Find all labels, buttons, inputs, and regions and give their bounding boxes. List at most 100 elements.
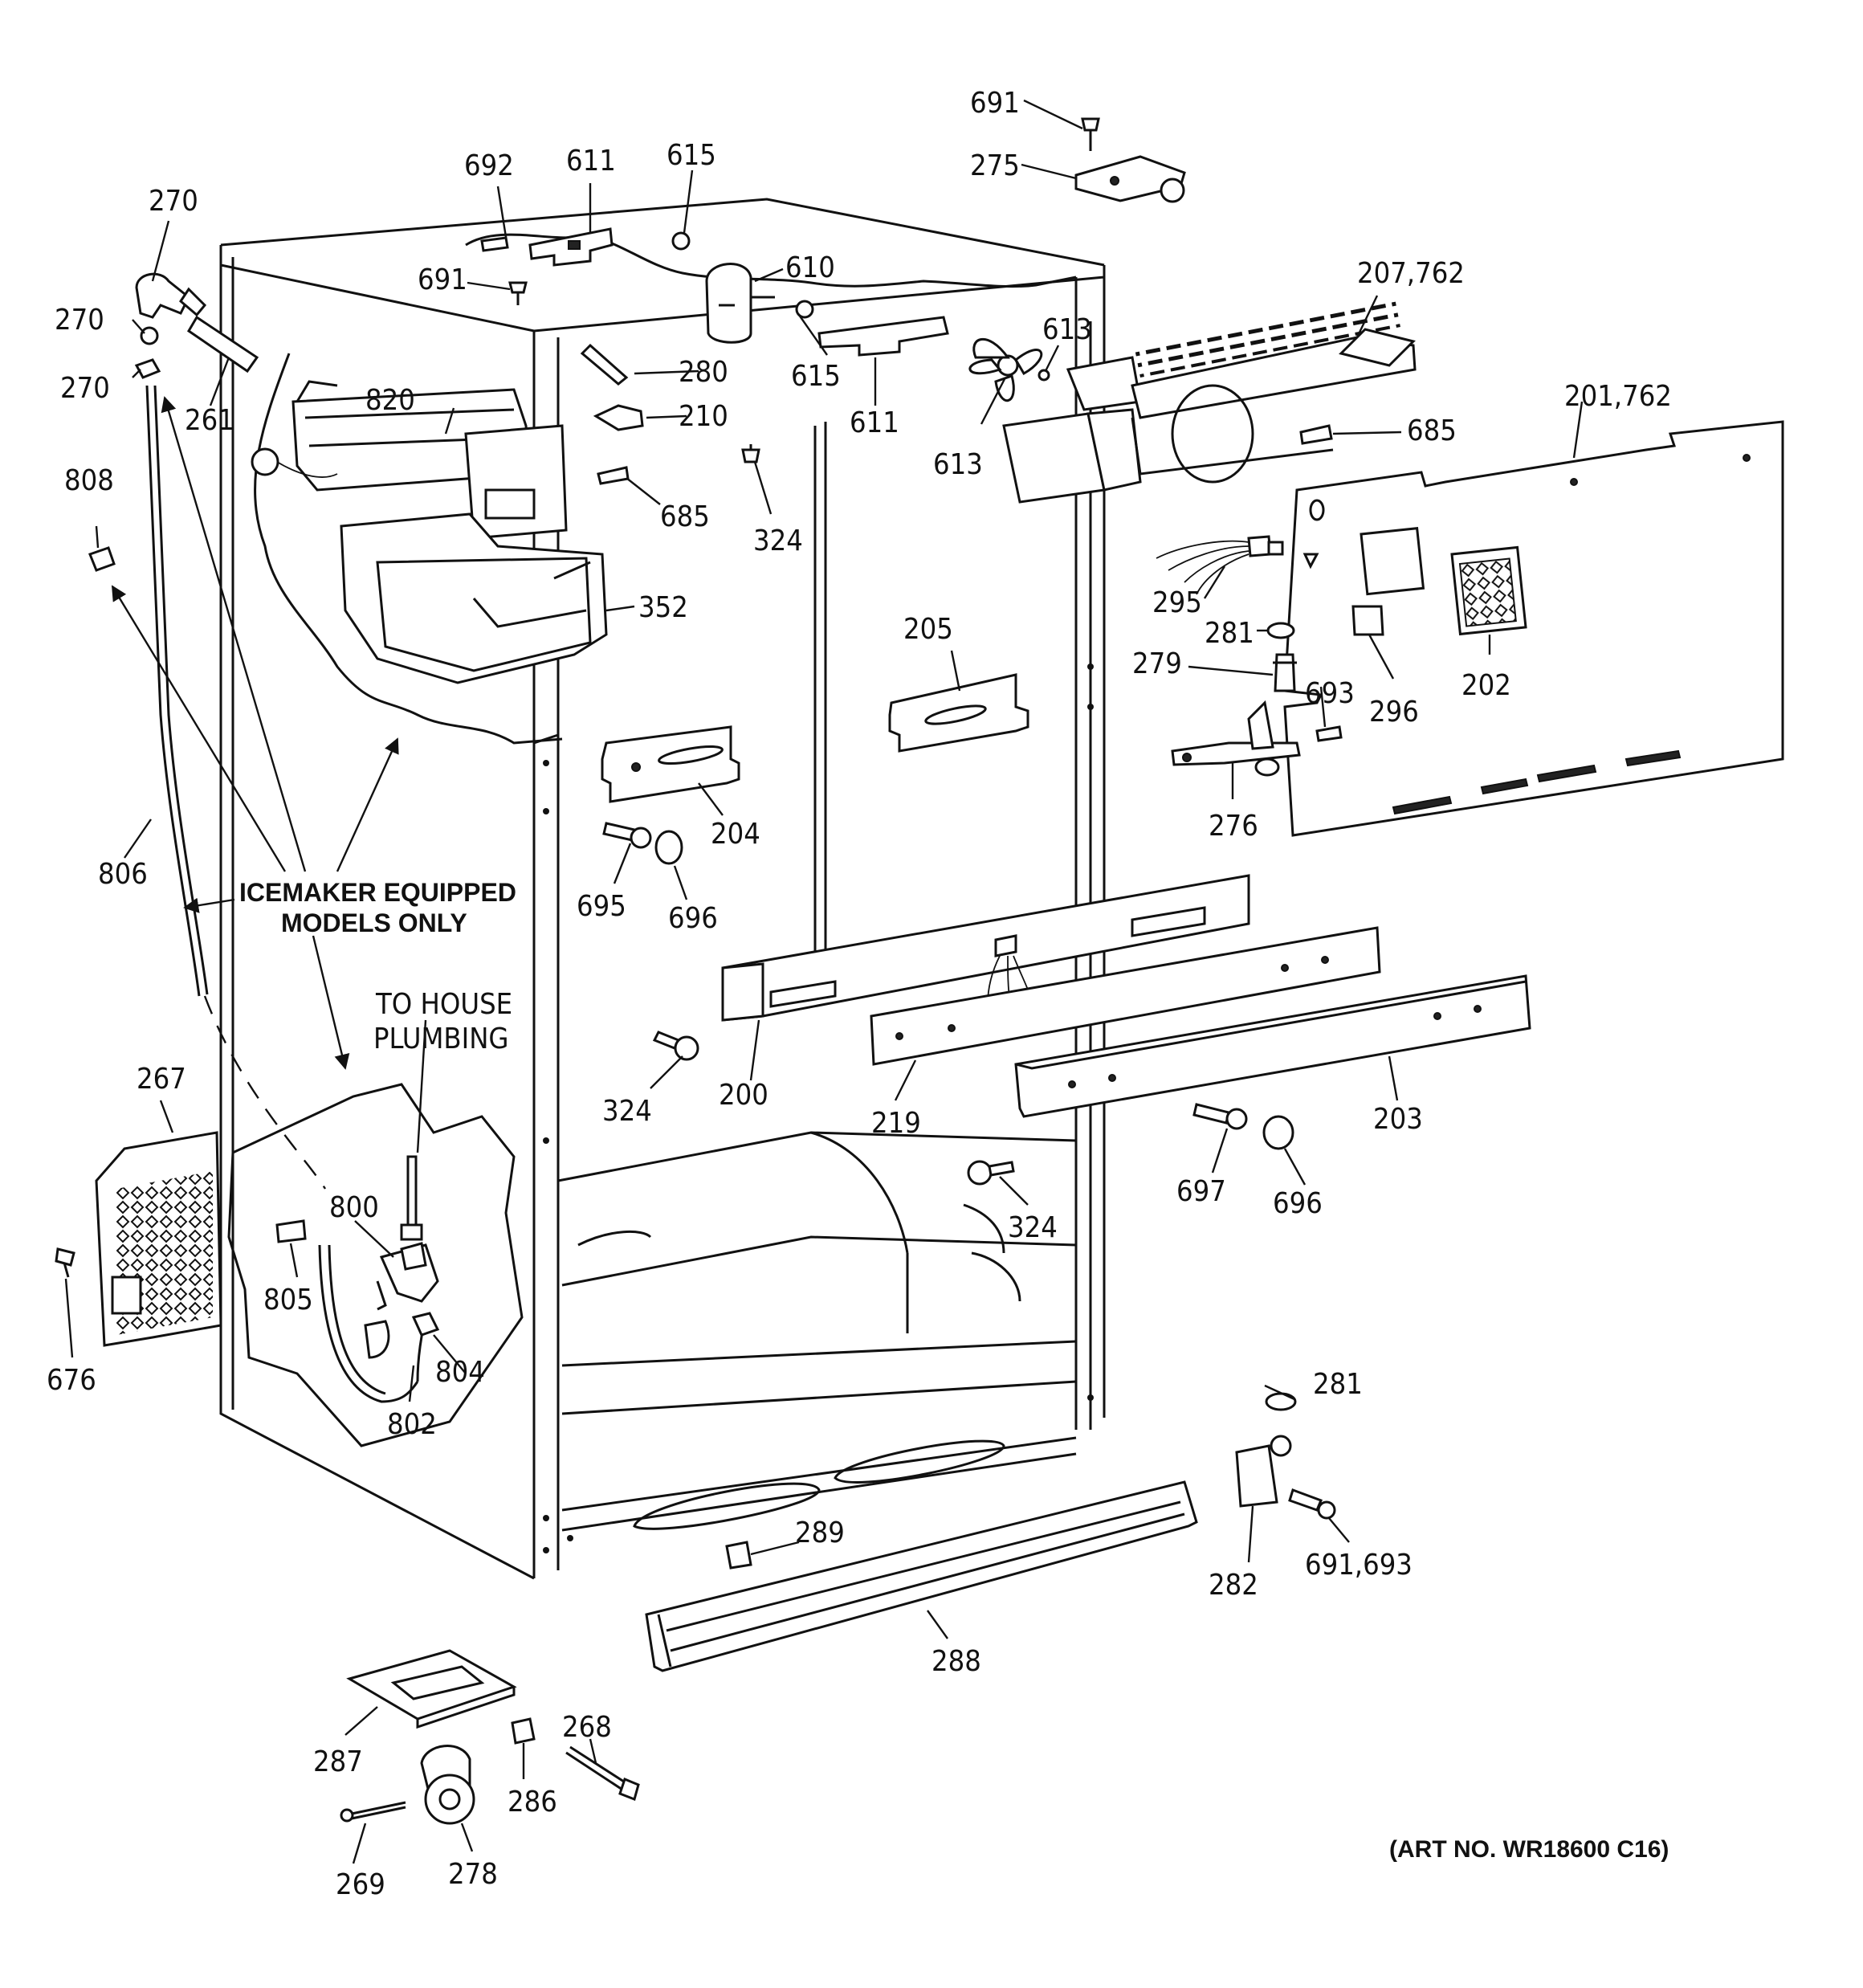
icemaker-arrows xyxy=(111,396,399,1070)
icemaker-820 xyxy=(251,380,568,540)
label-692: 692 xyxy=(464,149,514,182)
label-269: 269 xyxy=(336,1868,385,1901)
label-615-right: 615 xyxy=(791,360,841,393)
tube-280 xyxy=(580,343,629,386)
part-labels: 691 275 692 611 615 610 691 615 611 613 … xyxy=(47,87,1672,1901)
label-205: 205 xyxy=(903,613,953,646)
label-267: 267 xyxy=(137,1063,186,1096)
label-288: 288 xyxy=(932,1645,981,1678)
screw-685-left xyxy=(597,466,630,485)
clip-289 xyxy=(725,1541,752,1570)
label-276: 276 xyxy=(1209,810,1258,843)
washer-281-top xyxy=(1266,622,1295,639)
note-house-line1: TO HOUSE xyxy=(375,988,512,1021)
label-691-top: 691 xyxy=(970,87,1020,120)
label-693: 693 xyxy=(1305,677,1355,710)
leader-lines xyxy=(64,99,1584,1864)
water-elbow-270 xyxy=(135,272,207,319)
label-296: 296 xyxy=(1369,696,1419,729)
label-806: 806 xyxy=(98,858,148,891)
tube-802 xyxy=(318,1244,419,1403)
screw-676 xyxy=(55,1247,75,1278)
hinge-276 xyxy=(1171,700,1301,777)
screw-697 xyxy=(1192,1103,1230,1125)
bracket-611-top xyxy=(528,227,614,267)
screw-324-lower xyxy=(967,1160,1015,1186)
label-295: 295 xyxy=(1152,586,1202,619)
thermostat-279 xyxy=(1273,653,1297,692)
control-knob-202 xyxy=(1450,545,1527,636)
label-613-top: 613 xyxy=(1042,313,1092,346)
label-805: 805 xyxy=(263,1284,313,1316)
clip-613 xyxy=(1037,369,1050,382)
art-number: (ART NO. WR18600 C16) xyxy=(1389,1836,1669,1863)
fan-motor-610 xyxy=(705,263,775,344)
hinge-282 xyxy=(1235,1435,1292,1508)
label-281-lower: 281 xyxy=(1313,1368,1363,1401)
strip-219 xyxy=(870,926,1381,1066)
roller-278 xyxy=(420,1745,475,1825)
screw-692 xyxy=(480,236,509,252)
label-286: 286 xyxy=(508,1786,557,1819)
channel-203 xyxy=(1014,974,1531,1118)
access-panel-267 xyxy=(95,1131,222,1347)
label-279: 279 xyxy=(1132,647,1182,680)
label-808: 808 xyxy=(64,464,114,497)
label-204: 204 xyxy=(711,818,760,851)
label-210: 210 xyxy=(679,400,728,433)
label-280: 280 xyxy=(679,356,728,389)
label-201-762: 201,762 xyxy=(1564,380,1672,413)
label-691-693: 691,693 xyxy=(1305,1549,1413,1582)
screw-695 xyxy=(602,822,636,842)
label-281-top: 281 xyxy=(1205,617,1254,650)
label-324-lower: 324 xyxy=(1008,1211,1058,1244)
bracket-204 xyxy=(601,725,740,803)
rail-200 xyxy=(721,874,1250,1022)
label-203: 203 xyxy=(1373,1103,1423,1136)
screw-324-top xyxy=(741,444,760,463)
label-219: 219 xyxy=(871,1107,921,1140)
tube-806-dashed xyxy=(203,995,327,1190)
clip-808 xyxy=(88,546,116,572)
label-697: 697 xyxy=(1176,1175,1226,1208)
label-207-762: 207,762 xyxy=(1357,257,1465,290)
label-695: 695 xyxy=(577,890,626,923)
label-696-left: 696 xyxy=(668,902,718,935)
pin-269 xyxy=(340,1801,406,1823)
screw-685-right xyxy=(1299,424,1333,445)
tube-806 xyxy=(145,385,201,997)
label-278: 278 xyxy=(448,1858,498,1891)
label-289: 289 xyxy=(795,1517,845,1549)
screw-head-691-693 xyxy=(1317,1500,1336,1520)
tube-261 xyxy=(186,315,259,374)
label-261: 261 xyxy=(185,404,234,437)
label-691-mid: 691 xyxy=(418,263,467,296)
plate-287 xyxy=(346,1649,517,1729)
label-685-right: 685 xyxy=(1407,414,1457,447)
note-house-line2: PLUMBING xyxy=(373,1023,509,1055)
clip-270 xyxy=(134,358,161,379)
label-615-top: 615 xyxy=(667,139,716,172)
bolt-268 xyxy=(565,1745,640,1801)
water-valve-800 xyxy=(376,1242,439,1311)
ice-bin-352 xyxy=(340,512,608,684)
label-696-right: 696 xyxy=(1273,1187,1323,1220)
cap-696-left xyxy=(654,830,683,865)
label-287: 287 xyxy=(313,1745,363,1778)
label-676: 676 xyxy=(47,1364,96,1397)
label-800: 800 xyxy=(329,1191,379,1224)
washer-281-lower xyxy=(1265,1392,1297,1411)
label-820: 820 xyxy=(365,384,415,417)
cover-panel-201 xyxy=(1283,420,1784,837)
switch-296 xyxy=(1351,605,1384,636)
label-610: 610 xyxy=(785,251,835,284)
label-324-mid: 324 xyxy=(602,1095,652,1128)
label-270-low: 270 xyxy=(60,372,110,405)
screw-691-mid xyxy=(508,281,528,305)
toe-grille-288 xyxy=(645,1480,1198,1672)
label-685-left: 685 xyxy=(660,500,710,533)
label-324-top: 324 xyxy=(753,525,803,557)
note-icemaker-line1: ICEMAKER EQUIPPED xyxy=(239,878,516,907)
note-icemaker-line2: MODELS ONLY xyxy=(281,908,467,937)
label-282: 282 xyxy=(1209,1569,1258,1602)
